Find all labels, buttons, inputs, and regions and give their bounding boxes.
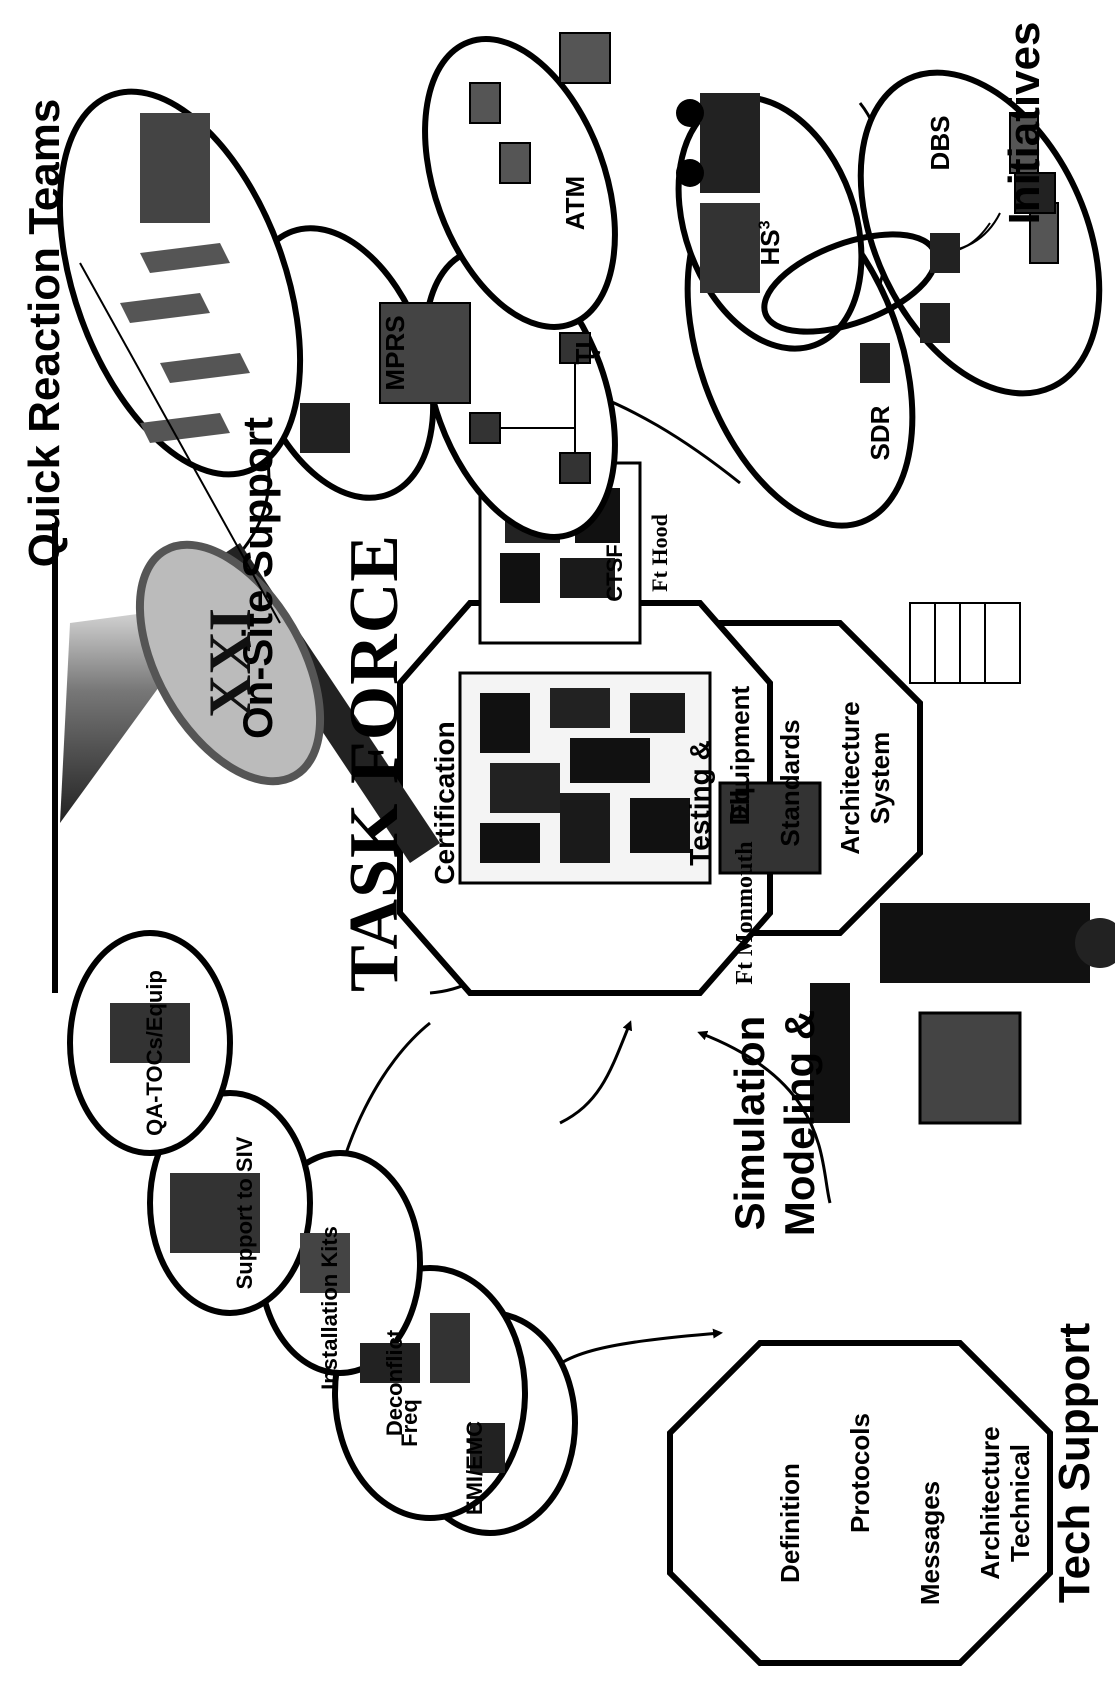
qa-tocs-label: QA-TOCs/Equip [142,970,167,1136]
hs3-base: HS [755,229,785,266]
sys-arch-title-2: Architecture [835,701,865,855]
soldier-at-computer-icon [810,903,1115,1125]
dil-line-3: Certification [429,721,460,885]
tech-arch-title-2: Architecture [975,1426,1005,1580]
installation-kits-label: Installation Kits [317,1226,342,1390]
satellite-icon [929,112,1059,264]
atm-label: ATM [560,175,590,231]
dil-floorplan-graphic [458,671,712,885]
tech-arch-item-protocols: Protocols [845,1413,875,1533]
heading-quick-reaction-teams: Quick Reaction Teams [20,98,69,568]
heading-modeling-line1: Modeling & [776,1009,823,1237]
tech-arch-item-definition: Definition [775,1463,805,1583]
sys-arch-item-standards: Standards [775,719,805,847]
sdr-ring-graphic [761,231,960,383]
tech-arch-title-1: Technical [1005,1443,1035,1563]
soldiers-ellipse [56,88,304,478]
ctsf-label: CTSF [602,544,627,602]
sys-arch-title-1: System [865,731,895,825]
deconflict-label: Deconflict [382,1329,407,1437]
ti-label: TI [570,341,600,365]
tech-arch-item-messages: Messages [915,1480,945,1606]
network-icon [469,332,591,484]
atm-devices-graphic [469,32,611,184]
xxi-medallion [60,262,440,863]
support-to-siv-label: Support to SIV [232,1136,257,1290]
heading-task-force: TASK FORCE [336,534,413,992]
dbs-label: DBS [925,115,955,171]
mprs-display-graphic [300,302,471,453]
dil-line-2: Testing & [684,740,715,866]
heading-tech-support: Tech Support [1050,1322,1099,1604]
technical-architecture-octagon [667,1340,1053,1666]
sdr-label: SDR [865,405,895,461]
mprs-label: MPRS [380,315,410,391]
hs3-label: HS3 [755,220,785,266]
emi-emc-label: EMI/EMC [462,1420,487,1516]
dil-location: Ft Monmouth [732,841,758,985]
laptop-icon [718,781,822,875]
heading-initiatives: Initiatives [1000,21,1049,225]
xxi-label: XXI [197,607,263,719]
standards-table-graphic [909,602,1021,684]
ctsf-location: Ft Hood [647,514,672,592]
tech-support-graphics [110,1003,505,1473]
dil-line-1: DIL [724,780,755,826]
vehicle-icon [676,93,760,293]
soldiers-icon [120,113,250,443]
heading-modeling-line2: Simulation [726,1015,773,1231]
hs3-superscript: 3 [756,220,774,230]
